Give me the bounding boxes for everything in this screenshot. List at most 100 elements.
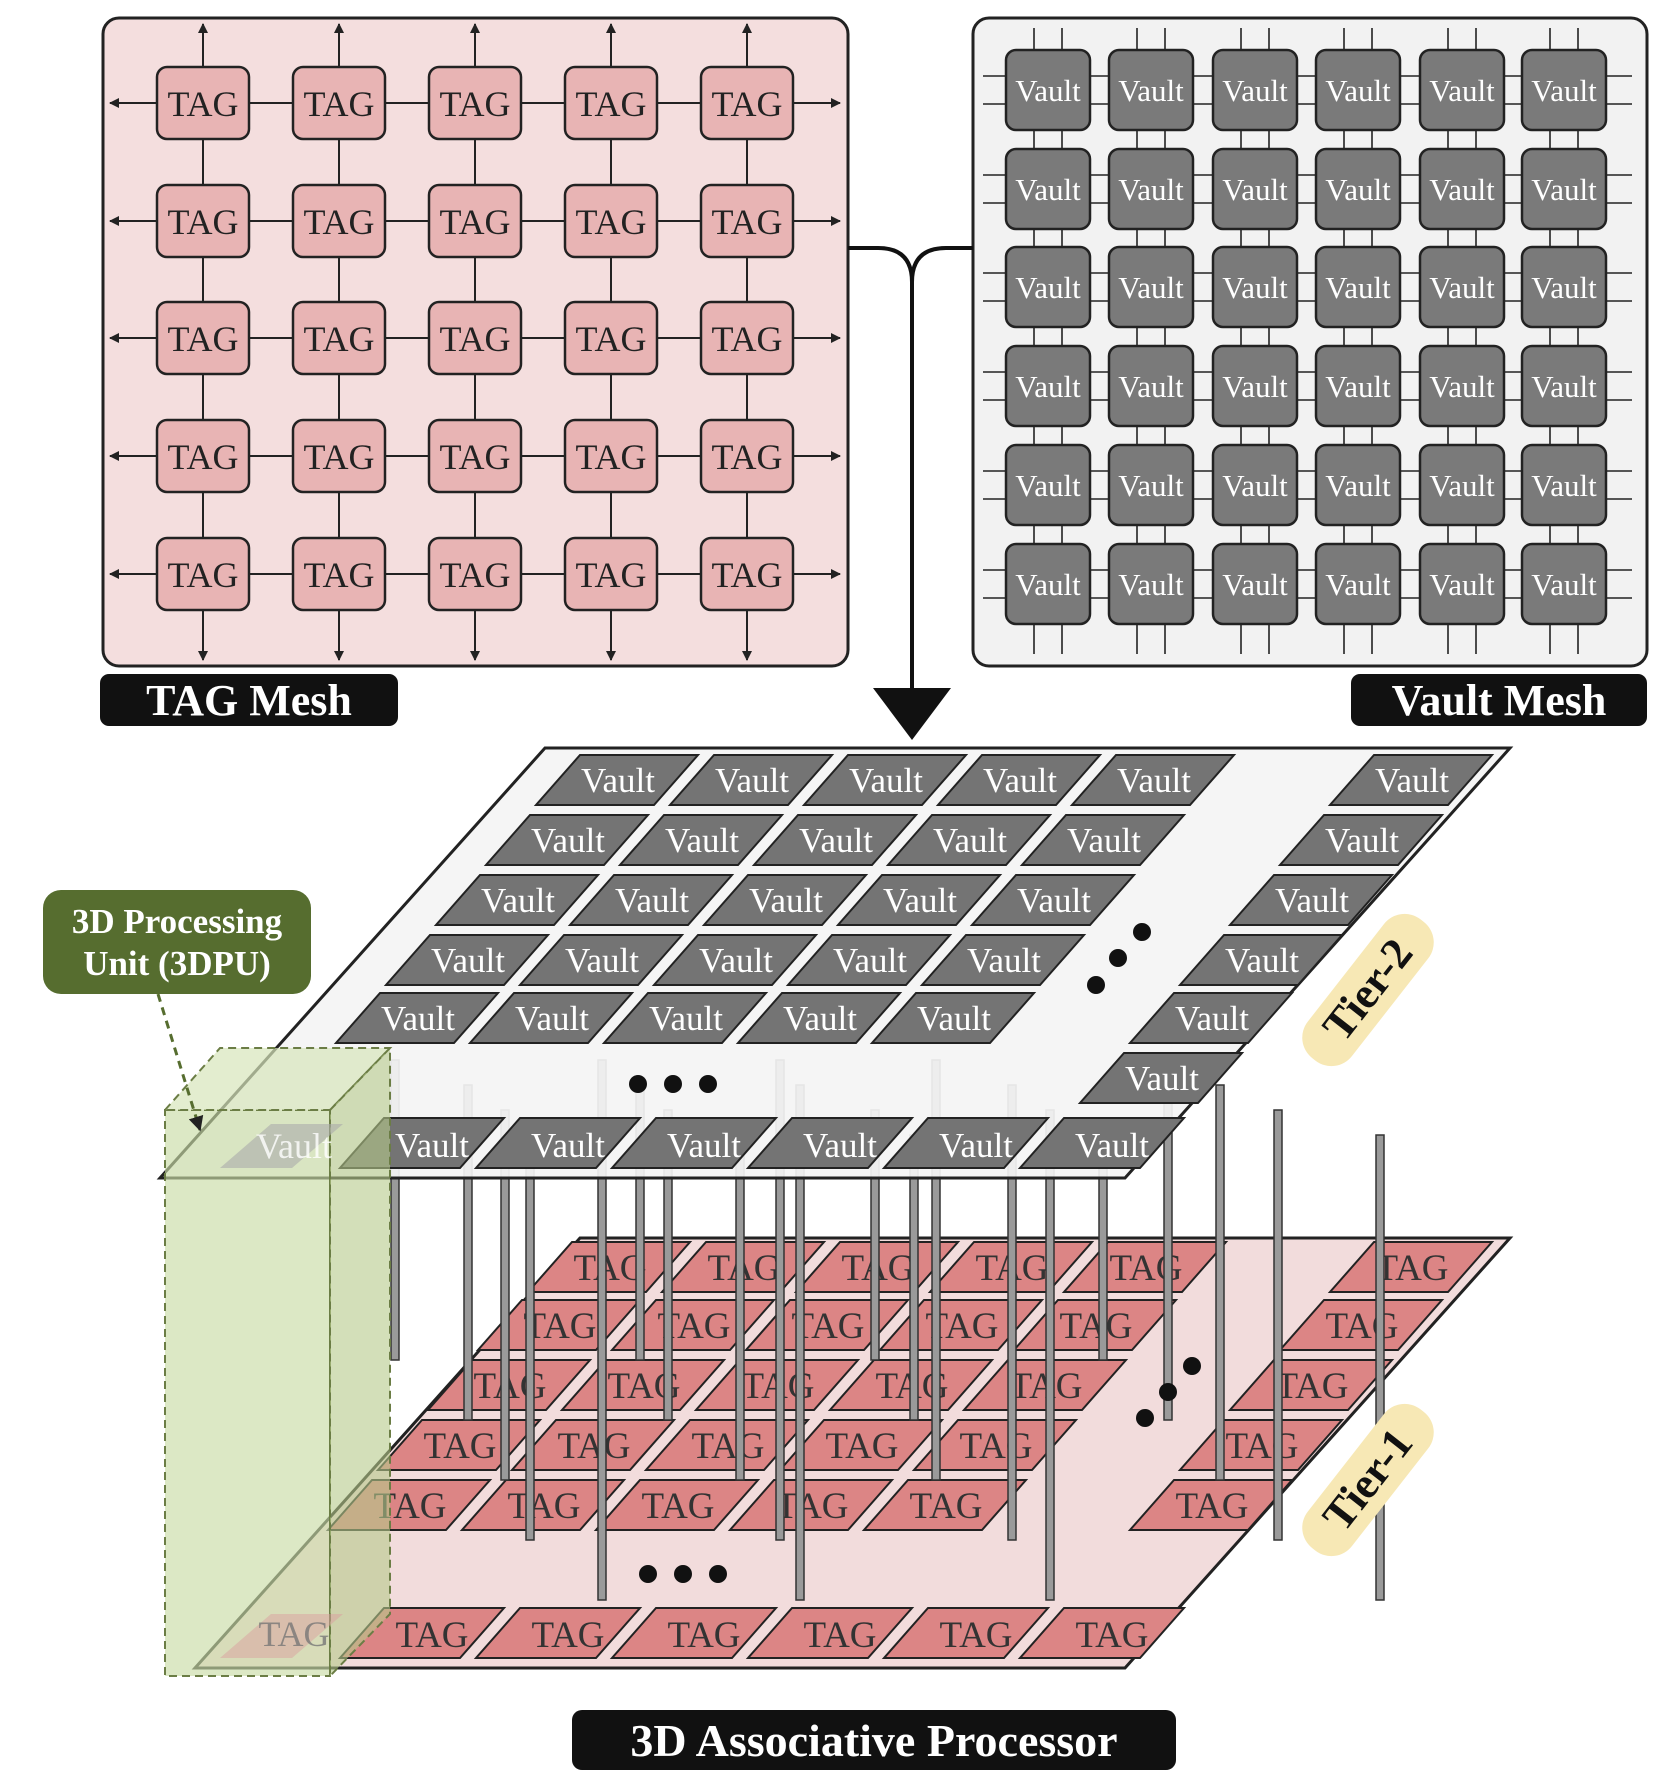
tag-node-label: TAG [711,202,782,242]
vault-node-label: Vault [1429,369,1495,404]
vault-node: Vault [1107,344,1195,428]
tier2-vault-label: Vault [749,881,823,920]
tier2-vault-tile: Vault [701,874,869,926]
tier1-tag-tile: TAG [911,1419,1079,1471]
tier2-vault-tile: Vault [745,1117,915,1169]
tag-node: TAG [291,418,387,494]
tier2-vault-label: Vault [1117,761,1191,800]
tier1-tag-label: TAG [573,1248,646,1289]
tier2-vault-tile: Vault [1019,814,1187,866]
vault-node: Vault [1107,245,1195,329]
vault-node-label: Vault [1015,567,1081,602]
tier2-vault-tile: Vault [383,934,551,986]
vault-node-label: Vault [1429,172,1495,207]
tier2-vault-tile: Vault [735,992,903,1044]
vault-node-label: Vault [1222,172,1288,207]
vault-node: Vault [1418,48,1506,132]
tier2-vault-label: Vault [917,999,991,1038]
vault-node-label: Vault [1325,567,1391,602]
vault-node-label: Vault [1531,567,1597,602]
tier1-tag-label: TAG [1175,1486,1248,1527]
tier1-tag-label: TAG [423,1426,496,1467]
tier1-tag-label: TAG [825,1426,898,1467]
tier2-vault-label: Vault [665,821,739,860]
merge-arrowhead [873,688,951,740]
vault-node-label: Vault [1015,468,1081,503]
tag-node: TAG [563,418,659,494]
vault-node: Vault [1418,245,1506,329]
tag-node-label: TAG [711,555,782,595]
tier1-tag-label: TAG [803,1615,876,1656]
tag-mesh-nodes: TAG TAG TAG TAG TAG TAG TAG TAG TAG TAG TAG TAG TAG T… [155,65,795,612]
vault-node-label: Vault [1015,270,1081,305]
tag-node: TAG [699,65,795,141]
tier2-vault-label: Vault [1375,761,1449,800]
tier2-vault-label: Vault [1275,881,1349,920]
vault-node-label: Vault [1118,73,1184,108]
tier2-vault-label: Vault [431,941,505,980]
tier1-tag-tile: TAG [643,1419,811,1471]
tier2-vault-tile: Vault [869,992,1037,1044]
tier2-vault-tile: Vault [601,992,769,1044]
tier1-tag-label: TAG [531,1615,604,1656]
processing-unit-column: Vault TAG [162,1045,393,1679]
tag-node-label: TAG [303,555,374,595]
vault-node: Vault [1520,147,1608,231]
vault-node-label: Vault [1118,172,1184,207]
tier1-tag-label: TAG [473,1366,546,1407]
tier1-tag-tile: TAG [777,1419,945,1471]
tier1-tag-tile: TAG [509,1419,677,1471]
tag-node: TAG [427,418,523,494]
tag-node-label: TAG [439,319,510,359]
tier2-vault-tile: Vault [919,934,1087,986]
tier1-tag-label: TAG [641,1486,714,1527]
tier2-vault-tile: Vault [969,874,1137,926]
tsv-pillar [1375,1134,1385,1601]
unit-vault-label: Vault [256,1126,332,1166]
tier2-vault-label: Vault [531,821,605,860]
vault-node: Vault [1211,147,1299,231]
vault-node-label: Vault [1325,270,1391,305]
tag-node: TAG [699,300,795,376]
vault-node-label: Vault [1429,468,1495,503]
tier1-tag-label: TAG [1275,1366,1348,1407]
tier2-vault-tile: Vault [1017,1117,1187,1169]
vault-node-label: Vault [1118,567,1184,602]
vault-node-label: Vault [1531,369,1597,404]
tier2-vault-tile: Vault [935,754,1103,806]
tier2-vault-tile: Vault [1127,992,1295,1044]
vault-node: Vault [1107,48,1195,132]
tier2-vault-tile: Vault [1277,814,1445,866]
tier2-vault-label: Vault [1125,1059,1199,1098]
tier1-tag-tile: TAG [1227,1359,1395,1411]
tier1-tag-tile: TAG [1127,1479,1295,1531]
tag-mesh: TAG TAG TAG TAG TAG TAG TAG TAG TAG TAG TAG TAG TAG T… [101,16,850,668]
vault-node-label: Vault [1325,468,1391,503]
tier1-tag-label: TAG [1059,1306,1132,1347]
tier2-vault-tile: Vault [801,754,969,806]
tier2-vault-label: Vault [481,881,555,920]
vault-node: Vault [1520,542,1608,626]
tier2-vault-label: Vault [1175,999,1249,1038]
vault-node: Vault [1520,344,1608,428]
tier2-vault-tile: Vault [1227,874,1395,926]
vault-node-label: Vault [1325,73,1391,108]
vault-mesh-caption-text: Vault Mesh [1392,676,1607,725]
tier2-vault-label: Vault [849,761,923,800]
tier2-vault-tile: Vault [1069,754,1237,806]
vault-node: Vault [1107,147,1195,231]
tag-node-label: TAG [167,319,238,359]
tag-node-label: TAG [303,319,374,359]
tier1-tag-tile: TAG [1017,1607,1187,1659]
tier2-vault-tile: Vault [333,992,501,1044]
tier1-tag-label: TAG [1375,1248,1448,1289]
tag-node: TAG [291,536,387,612]
tag-node: TAG [427,183,523,259]
tier2-vault-tile: Vault [467,992,635,1044]
tier1-tag-tile: TAG [861,1479,1029,1531]
tsv-pillars [390,1059,1385,1601]
vault-node: Vault [1211,48,1299,132]
vault-node: Vault [1004,147,1092,231]
tag-node: TAG [291,65,387,141]
tag-node: TAG [155,536,251,612]
